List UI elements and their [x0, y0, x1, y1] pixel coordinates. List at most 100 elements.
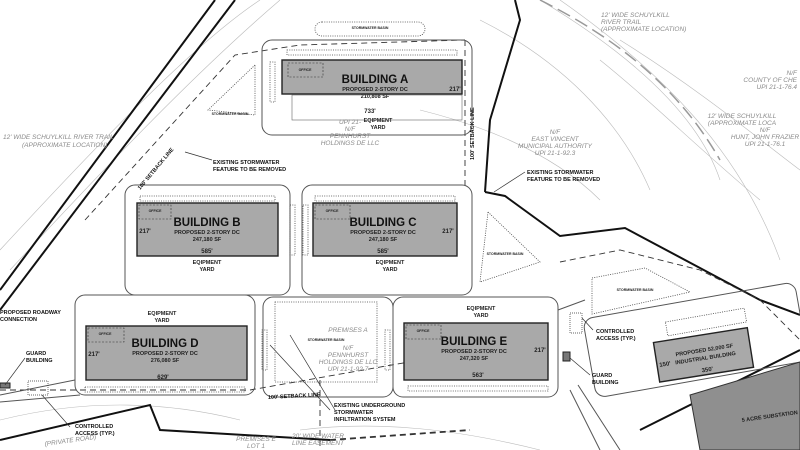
- label-text: UPI 21-1-92.3: [535, 150, 576, 157]
- building-b[interactable]: OFFICE BUILDING B PROPOSED 2-STORY DC 24…: [136, 202, 279, 273]
- label-text: STORMWATER BASIN: [617, 288, 654, 292]
- building-name: BUILDING A: [342, 74, 409, 86]
- label-text: CONNECTION: [0, 317, 37, 323]
- stormwater-basin-east: [479, 211, 541, 283]
- label-text: BUILDING D: [131, 338, 198, 350]
- label-text: 217': [442, 229, 454, 235]
- label-text: YARD: [473, 313, 488, 319]
- label-text: 12' WIDE SCHUYLKILL: [708, 113, 777, 120]
- building-a[interactable]: OFFICE BUILDING A PROPOSED 2-STORY DC 21…: [281, 59, 463, 131]
- label-text: 100' SETBACK LINE: [470, 107, 476, 160]
- label-text: N/F: [343, 345, 355, 352]
- label-text: 12' WIDE SCHUYLKILL RIVER TRAIL: [3, 134, 114, 141]
- label-text: 585': [377, 249, 389, 255]
- label-text: PREMISES A: [328, 327, 368, 334]
- label-text: PROPOSED ROADWAY: [0, 310, 61, 316]
- label-text: (PRIVATE ROAD): [44, 434, 96, 448]
- label-text: (APPROXIMATE LOCATION): [22, 142, 107, 149]
- label-text: YARD: [370, 125, 385, 131]
- label-text: INFILTRATION SYSTEM: [334, 417, 396, 423]
- label-text: FEATURE TO BE REMOVED: [527, 177, 600, 183]
- basin-label: STORMWATER BASIN: [352, 26, 389, 30]
- label-text: EQIPMENT: [376, 260, 405, 266]
- label-text: RIVER TRAIL: [601, 19, 641, 26]
- label-text: (APPROXIMATE LOCATION): [601, 26, 686, 33]
- label-text: YARD: [154, 318, 169, 324]
- label-text: GUARD: [592, 373, 612, 379]
- label-text: EXISTING UNDERGROUND: [334, 403, 405, 409]
- label-text: 350': [701, 367, 714, 375]
- label-text: 629': [157, 375, 169, 381]
- label-text: EXISTING STORMWATER: [213, 160, 279, 166]
- label-text: 150': [659, 361, 672, 369]
- label-text: PROPOSED 2-STORY DC: [174, 230, 240, 236]
- label-text: N/F: [787, 70, 799, 77]
- building-e[interactable]: OFFICE BUILDING E PROPOSED 2-STORY DC 24…: [403, 306, 549, 381]
- stormwater-basins: STORMWATER BASIN STORMWATER BASIN STORMW…: [207, 21, 692, 383]
- background-labels: 12' WIDE SCHUYLKILL RIVER TRAIL (APPROXI…: [3, 12, 799, 450]
- building-d[interactable]: OFFICE BUILDING D PROPOSED 2-STORY DC 27…: [85, 311, 248, 381]
- stormwater-basin-middle: [274, 301, 378, 383]
- label-text: OFFICE: [299, 68, 312, 72]
- label-text: STORMWATER: [334, 410, 373, 416]
- label-text: UPI 21-: [339, 119, 362, 126]
- building-c[interactable]: OFFICE BUILDING C PROPOSED 2-STORY DC 24…: [312, 202, 458, 273]
- label-text: EQIPMENT: [467, 306, 496, 312]
- label-text: YARD: [382, 267, 397, 273]
- label-text: BUILDING B: [173, 217, 240, 229]
- label-text: EXISTING STORMWATER: [527, 170, 593, 176]
- label-text: CONTROLLED: [596, 329, 634, 335]
- label-text: N/F: [550, 129, 562, 136]
- label-text: YARD: [199, 267, 214, 273]
- label-text: OFFICE: [326, 209, 339, 213]
- internal-roads: [0, 39, 800, 450]
- label-text: (APPROXIMATE LOCA: [708, 120, 776, 127]
- label-text: N/F: [345, 126, 357, 133]
- industrial-building[interactable]: PROPOSED 52,000 SF INDUSTRIAL BUILDING 1…: [652, 326, 755, 383]
- label-text: OFFICE: [99, 332, 112, 336]
- label-text: STORMWATER BASIN: [212, 112, 249, 116]
- label-text: 217': [534, 348, 546, 354]
- label-text: 100' SETBACK LINE: [268, 392, 321, 401]
- label-text: EAST VINCENT: [531, 136, 579, 143]
- label-text: 20' WIDE WATER: [291, 433, 344, 440]
- label-text: UPI 21-1-76.1: [745, 141, 786, 148]
- label-text: HOLDINGS DE LLC: [321, 140, 380, 147]
- label-text: 585': [201, 249, 213, 255]
- label-text: EQIPMENT: [193, 260, 222, 266]
- label-text: STORMWATER BASIN: [308, 338, 345, 342]
- label-text: PREMISES E: [236, 436, 276, 443]
- guard-building-right: [562, 351, 571, 362]
- label-text: ACCESS (TYP.): [75, 431, 115, 437]
- label-text: LOT 1: [247, 443, 265, 450]
- label-text: UPI 21-1-76.4: [757, 84, 798, 91]
- label-text: 276,080 SF: [151, 358, 180, 364]
- label-text: PENNHURST: [328, 352, 369, 359]
- label-text: HUNT, JOHN FRAZIER: [731, 134, 800, 141]
- label-text: FEATURE TO BE REMOVED: [213, 167, 286, 173]
- label-text: BUILDING: [26, 358, 53, 364]
- label-text: CONTROLLED: [75, 424, 113, 430]
- label-text: PROPOSED 2-STORY DC: [441, 349, 507, 355]
- label-text: MUNICIPAL AUTHORITY: [518, 143, 593, 150]
- label-text: HOLDINGS DE LLC: [319, 359, 378, 366]
- guard-building-left: [0, 382, 11, 389]
- label-text: 563': [472, 373, 484, 379]
- label-text: 733': [364, 109, 376, 115]
- label-text: PROPOSED 2-STORY DC: [342, 87, 408, 93]
- label-text: N/F: [760, 127, 772, 134]
- label-text: PROPOSED 2-STORY DC: [132, 351, 198, 357]
- label-text: 12' WIDE SCHUYLKILL: [601, 12, 670, 19]
- label-text: ACCESS (TYP.): [596, 336, 636, 342]
- label-text: 210,808 SF: [361, 94, 390, 100]
- label-text: OFFICE: [149, 209, 162, 213]
- label-text: 247,180 SF: [193, 237, 222, 243]
- label-text: COUNTY OF CHE: [743, 77, 797, 84]
- label-text: BUILDING: [592, 380, 619, 386]
- stormwater-basin-left: [207, 64, 256, 116]
- stormwater-basin-top: [314, 21, 426, 37]
- label-text: UPI 21-1-92.7: [328, 366, 369, 373]
- substation[interactable]: 5 ACRE SUBSTATION: [689, 361, 800, 450]
